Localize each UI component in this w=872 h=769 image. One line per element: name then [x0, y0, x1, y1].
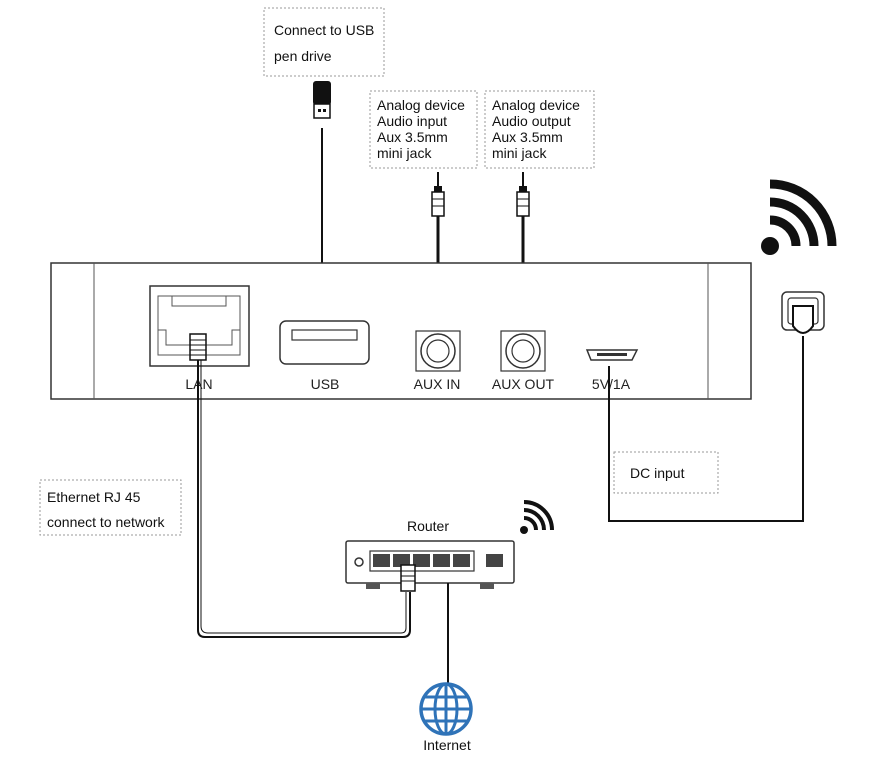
aux-out-port-label: AUX OUT — [492, 376, 555, 392]
usb-port — [279, 320, 370, 365]
internet-label: Internet — [423, 737, 471, 753]
router-icon — [345, 540, 515, 592]
aux-in-port — [415, 330, 461, 372]
dc-input-callout: DC input — [613, 451, 719, 494]
aux-out-callout-line-4: mini jack — [492, 145, 547, 161]
dc-power-cable — [608, 345, 804, 522]
aux-out-callout: Analog device Audio output Aux 3.5mm min… — [484, 90, 595, 169]
aux-in-callout-line-4: mini jack — [377, 145, 432, 161]
ethernet-callout-line-1: Ethernet RJ 45 — [47, 489, 141, 505]
globe-icon — [419, 682, 473, 736]
usb-port-label: USB — [311, 376, 340, 392]
usb-callout: Connect to USB pen drive — [263, 7, 385, 77]
aux-in-callout-line-3: Aux 3.5mm — [377, 129, 448, 145]
aux-in-callout-line-2: Audio input — [377, 113, 447, 129]
usb-callout-line-2: pen drive — [274, 48, 332, 64]
power-port — [585, 349, 639, 361]
aux-in-callout-line-1: Analog device — [377, 97, 465, 113]
aux-out-callout-line-2: Audio output — [492, 113, 571, 129]
aux-in-callout: Analog device Audio input Aux 3.5mm mini… — [369, 90, 478, 169]
ethernet-callout: Ethernet RJ 45 connect to network — [39, 479, 182, 536]
dc-input-callout-text: DC input — [630, 465, 685, 481]
router-wifi-icon — [520, 500, 554, 534]
router-label: Router — [407, 518, 449, 534]
lan-plug-icon — [189, 333, 207, 361]
power-plug-icon — [781, 291, 825, 345]
aux-in-port-label: AUX IN — [414, 376, 461, 392]
ethernet-cable — [197, 360, 411, 638]
aux-out-callout-line-1: Analog device — [492, 97, 580, 113]
aux-out-callout-line-3: Aux 3.5mm — [492, 129, 563, 145]
usb-callout-line-1: Connect to USB — [274, 22, 374, 38]
ethernet-callout-line-2: connect to network — [47, 514, 166, 530]
aux-out-port — [500, 330, 546, 372]
wifi-signal-icon — [761, 179, 837, 255]
usb-drive-icon — [313, 81, 331, 119]
power-port-label: 5V/1A — [592, 376, 631, 392]
